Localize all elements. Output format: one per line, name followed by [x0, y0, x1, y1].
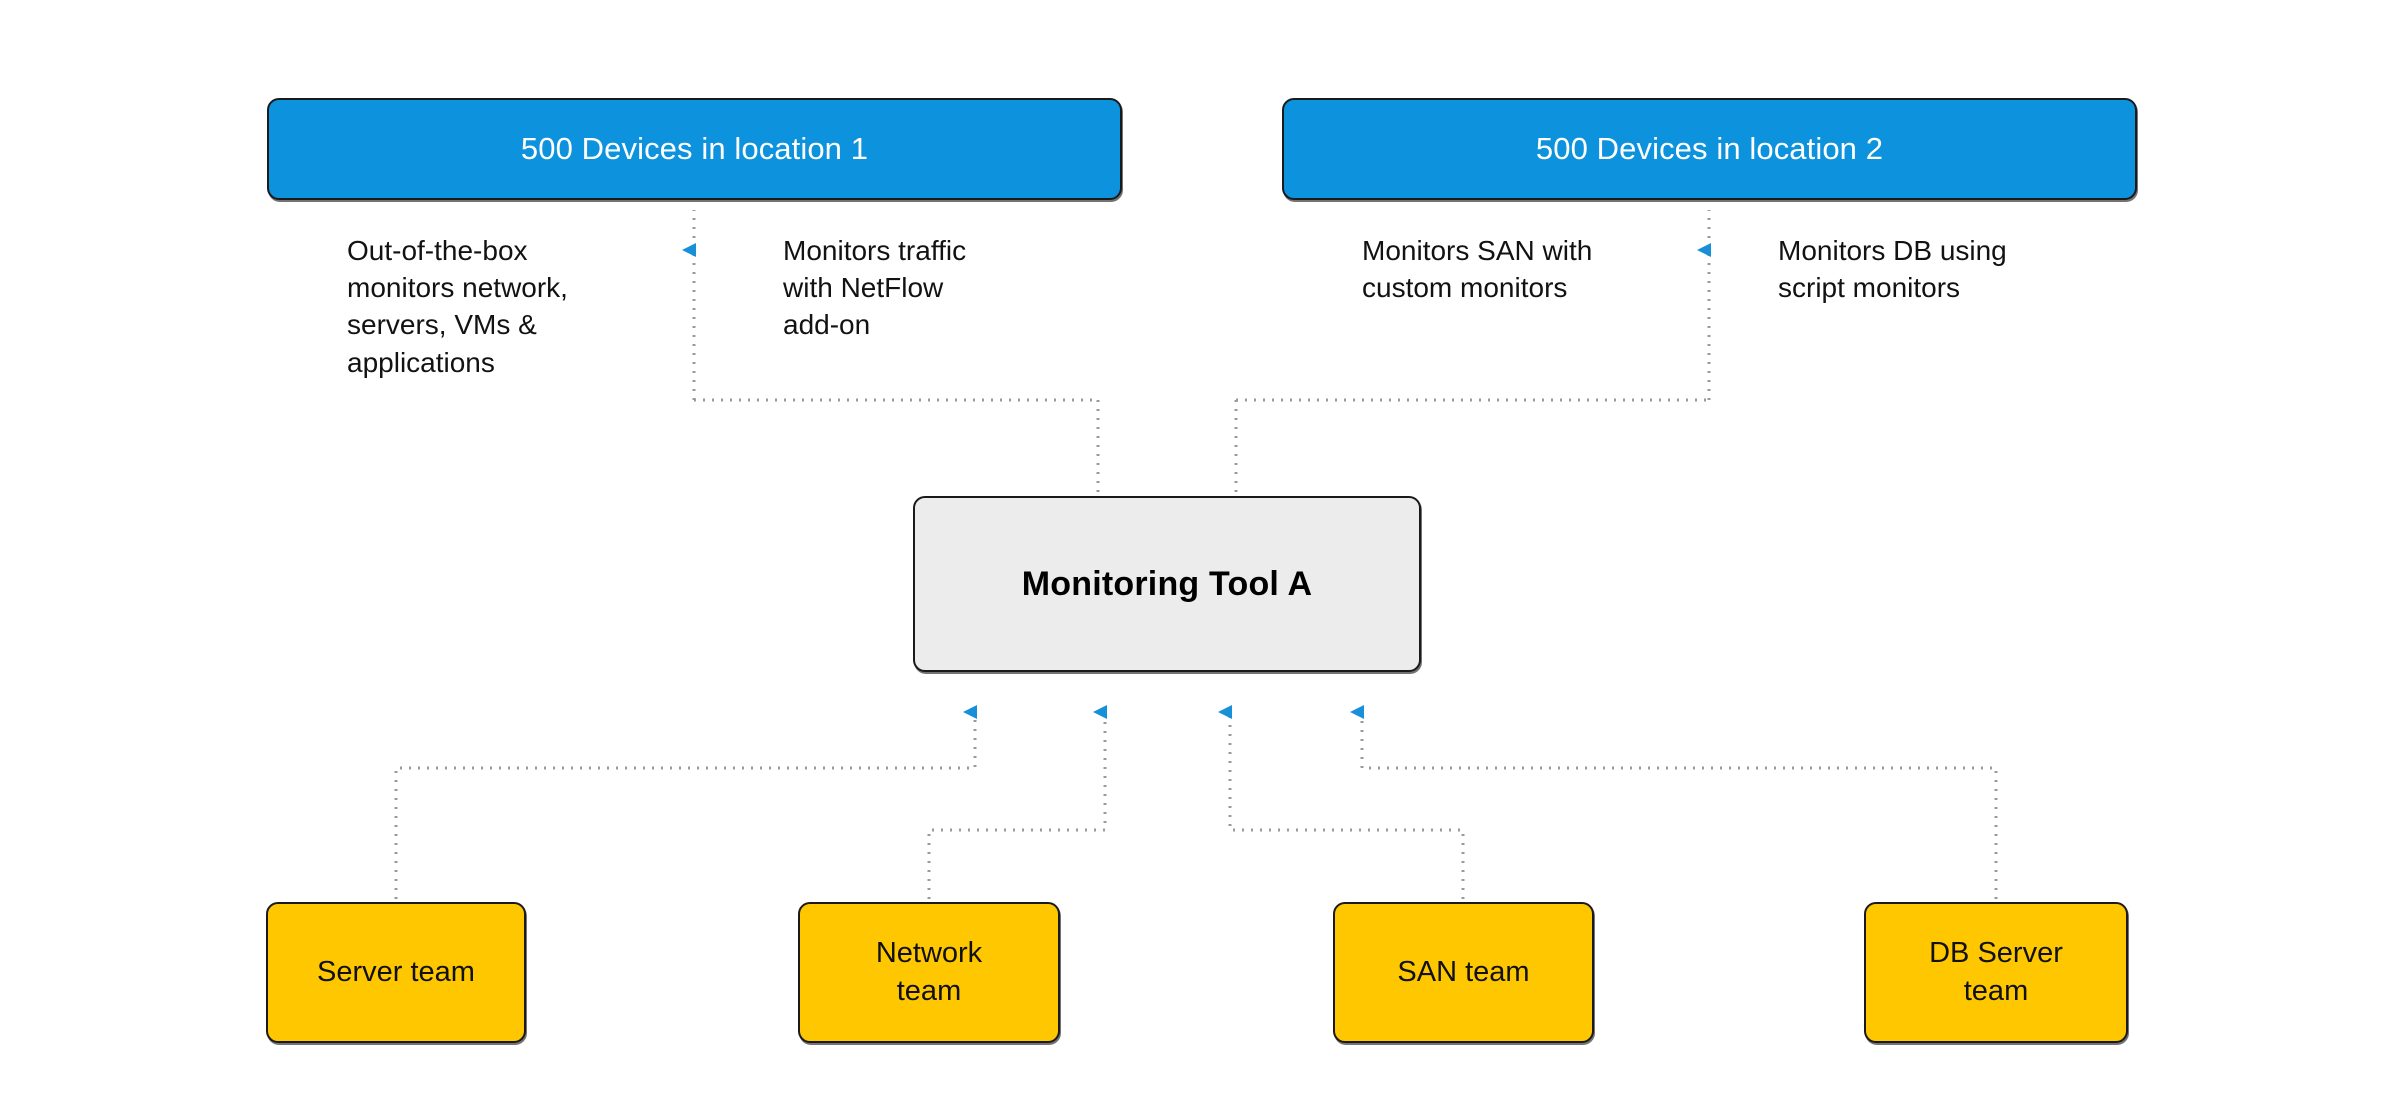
source-box-location-2[interactable]: 500 Devices in location 2	[1282, 98, 2137, 200]
team-box-network-team-label: Network team	[875, 937, 983, 1007]
team-box-san-team-label: SAN team	[1397, 955, 1530, 988]
team-box-san-team[interactable]: SAN team	[1333, 902, 1594, 1043]
team-box-db-server-team[interactable]: DB Server team	[1864, 902, 2128, 1043]
team-box-server-team-label: Server team	[317, 955, 475, 988]
hub-box-label: Monitoring Tool A	[1021, 564, 1313, 603]
team-box-server-team[interactable]: Server team	[266, 902, 526, 1043]
annotation-out-of-the-box: Out-of-the-box monitors network, servers…	[347, 235, 568, 378]
annotation-san-custom: Monitors SAN with custom monitors	[1362, 235, 1593, 304]
hub-box-monitoring-tool-a[interactable]: Monitoring Tool A	[913, 496, 1421, 672]
annotation-db-script: Monitors DB using script monitors	[1778, 235, 2007, 304]
source-box-location-1-label: 500 Devices in location 1	[520, 131, 869, 166]
team-box-network-team[interactable]: Network team	[798, 902, 1060, 1043]
team-box-db-server-team-label: DB Server team	[1929, 937, 2063, 1007]
annotation-netflow: Monitors traffic with NetFlow add-on	[783, 235, 967, 341]
source-box-location-2-label: 500 Devices in location 2	[1535, 131, 1884, 166]
source-box-location-1[interactable]: 500 Devices in location 1	[267, 98, 1122, 200]
